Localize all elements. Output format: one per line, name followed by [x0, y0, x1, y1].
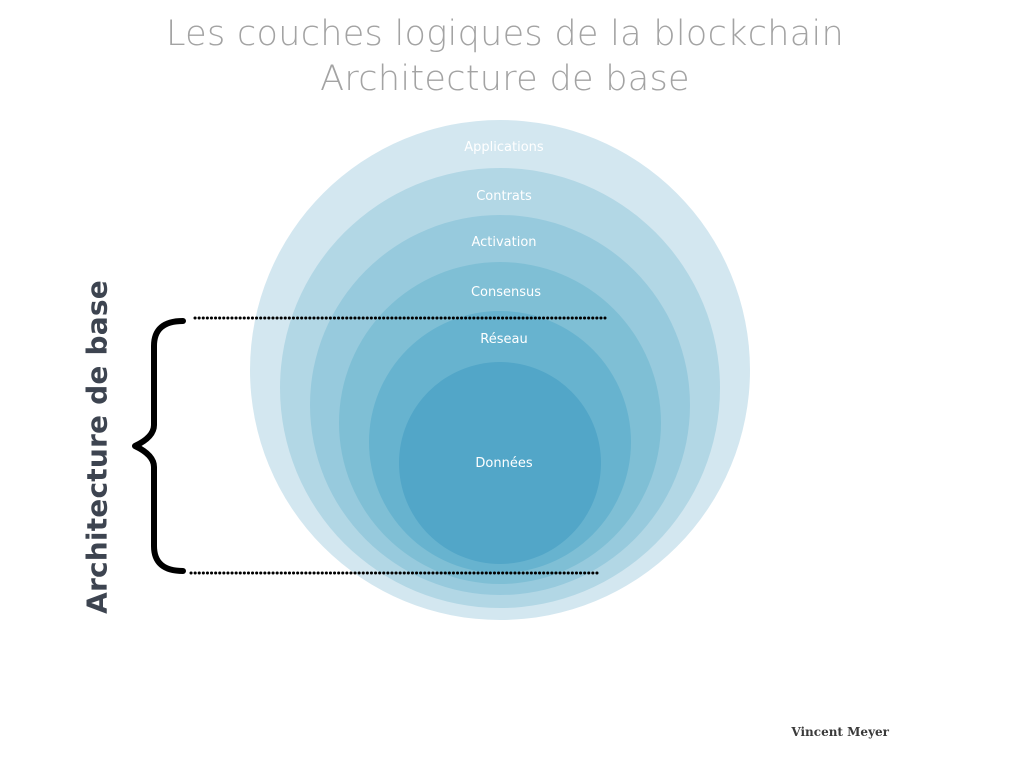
- layer-labels: Applications Contrats Activation Consens…: [464, 140, 544, 471]
- layer-label-consensus: Consensus: [471, 285, 541, 300]
- title-line-1: Les couches logiques de la blockchain: [165, 14, 844, 54]
- layer-label-donnees: Données: [475, 456, 532, 471]
- title-block: Les couches logiques de la blockchain Ar…: [0, 12, 1010, 102]
- layer-label-contrats: Contrats: [476, 189, 532, 204]
- title-line-2: Architecture de base: [320, 59, 690, 99]
- author-signature: Vincent Meyer: [791, 725, 889, 739]
- bracket-group: [132, 316, 607, 575]
- curly-brace: [132, 318, 186, 574]
- layer-label-applications: Applications: [464, 140, 544, 155]
- layer-label-activation: Activation: [471, 235, 536, 250]
- layer-circle-donnees: [399, 362, 601, 564]
- layer-circles: [250, 120, 750, 620]
- layer-label-reseau: Réseau: [480, 332, 527, 347]
- bracket-label: Architecture de base: [80, 280, 114, 614]
